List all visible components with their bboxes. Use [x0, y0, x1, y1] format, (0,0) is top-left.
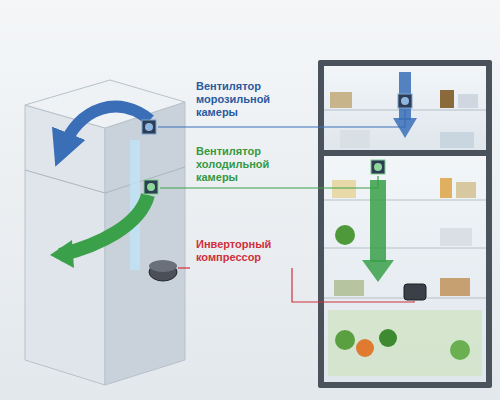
leader-line — [178, 267, 190, 268]
callout-label: Инверторный компрессор — [196, 238, 290, 264]
leader-line — [158, 110, 405, 127]
callout-label: Вентилятор морозильной камеры — [196, 80, 306, 119]
leader-line — [292, 268, 414, 302]
fridge-photo — [318, 60, 492, 388]
schematic-fridge — [25, 80, 185, 385]
leader-line — [160, 176, 378, 188]
callout-label: Вентилятор холодильной камеры — [196, 145, 306, 184]
